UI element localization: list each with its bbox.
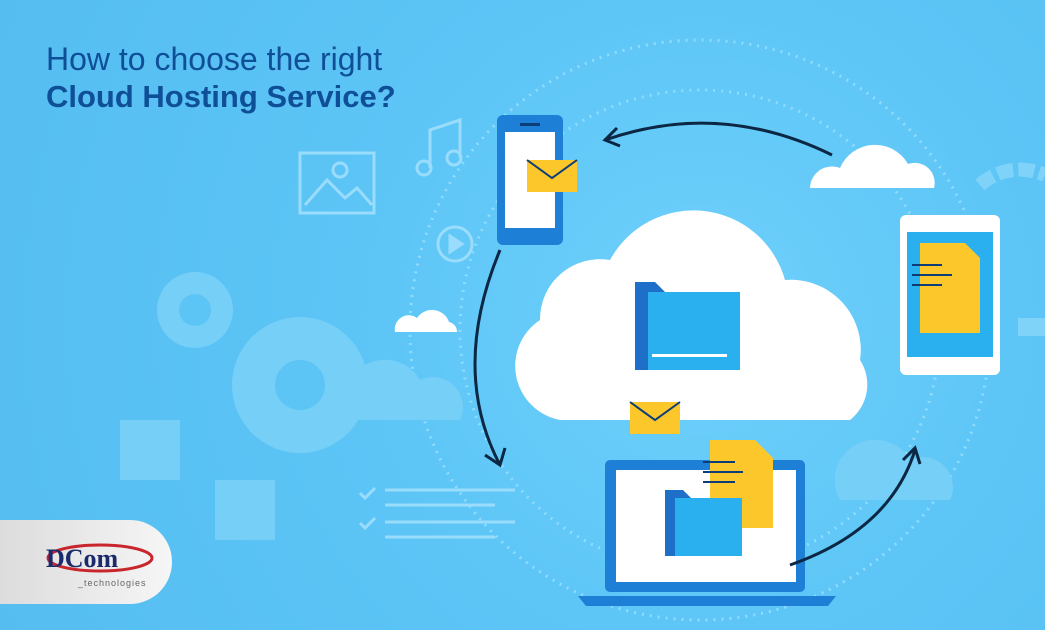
phone-device: [497, 115, 578, 245]
checklist-icon: [358, 486, 377, 531]
cloud-icon-small: [394, 309, 458, 332]
logo-card[interactable]: DCom: [0, 520, 172, 604]
cloud-icon-faint: [344, 359, 463, 420]
logo-tagline: _technologies: [78, 578, 147, 588]
image-icon: [298, 151, 376, 215]
music-note-icon: [428, 117, 462, 168]
cloud-icon-faint: [834, 439, 953, 500]
cloud-icon-medium: [810, 144, 935, 188]
headline: How to choose the right Cloud Hosting Se…: [46, 40, 396, 116]
laptop-device: [578, 440, 836, 606]
gear-icon-large: [232, 317, 368, 453]
dcom-logo: DCom: [46, 543, 154, 573]
envelope-icon: [629, 401, 681, 434]
play-icon: [436, 225, 474, 263]
headline-line2: Cloud Hosting Service?: [46, 79, 396, 114]
document-icon: [920, 243, 980, 333]
puzzle-icon: [120, 420, 180, 480]
logo-brand-mark: DCom: [46, 544, 119, 573]
gear-icon-small: [157, 272, 233, 348]
headline-line1: How to choose the right: [46, 41, 383, 77]
sync-arrows: [473, 121, 922, 567]
tablet-device: [900, 215, 1000, 375]
folder-icon: [635, 282, 740, 370]
puzzle-icon: [215, 480, 275, 540]
